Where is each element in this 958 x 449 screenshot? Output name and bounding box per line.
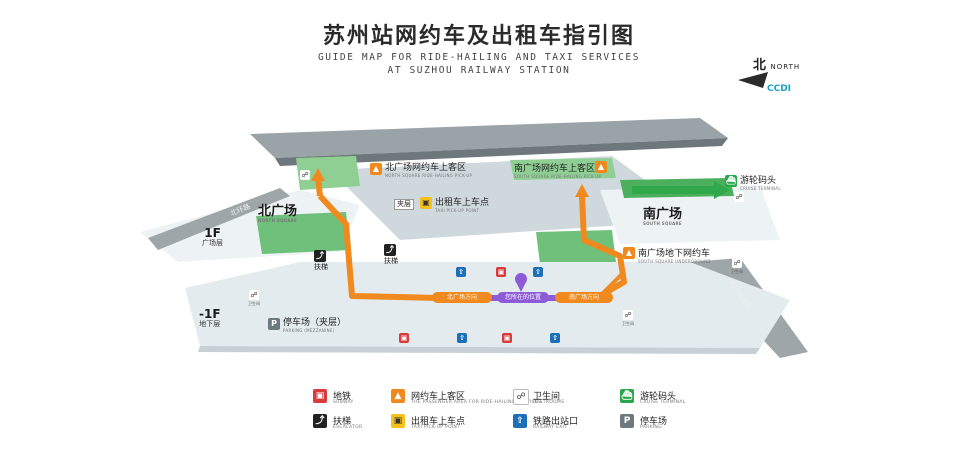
restroom-marker: ☍ [734, 192, 744, 203]
station-roof-shade [275, 138, 728, 166]
restroom-icon: ☍ [623, 310, 633, 320]
north-direction-pill: 北广场方向 [432, 292, 492, 303]
restroom-icon: ☍ [300, 170, 310, 180]
south-direction-pill: 南广场方向 [555, 292, 613, 303]
north-road [148, 188, 290, 250]
restroom-icon: ☍ [734, 192, 744, 202]
you-are-here-pin-tip [516, 282, 526, 292]
railway-exit-icon: ⇧ [550, 333, 560, 343]
subway-marker: ▣ [496, 267, 506, 278]
railway-exit-icon: ⇧ [513, 414, 527, 428]
page-subtitle-en-1: GUIDE MAP FOR RIDE-HAILING AND TAXI SERV… [317, 52, 641, 63]
restroom-icon: ☍ [513, 389, 529, 405]
restroom-icon: ☍ [732, 258, 742, 268]
route-south-path [579, 195, 627, 299]
subway-icon: ▣ [313, 389, 327, 403]
subway-icon: ▣ [502, 333, 512, 343]
parking-icon: P [268, 318, 280, 330]
route-north-path [317, 193, 441, 301]
railway-exit-marker: ⇧ [457, 333, 467, 344]
parking-label: 停车场（夹层）PARKING (MEZZANINE) [283, 318, 347, 333]
escalator-icon: ⤴ [314, 250, 326, 262]
railway-exit-icon: ⇧ [457, 333, 467, 343]
north-label-zh: 北 [753, 58, 767, 73]
taxi-icon: ▣ [420, 197, 432, 209]
escalator-mid-label: 扶梯 [384, 257, 398, 265]
north-label-en: NORTH [770, 63, 801, 71]
you-are-here-pill: 您所在的位置 [497, 292, 549, 303]
railway-exit-marker: ⇧ [550, 333, 560, 344]
railway-exit-marker: ⇧ [456, 267, 466, 278]
ferry-icon: ⛴ [725, 175, 737, 187]
north-green-block [256, 212, 350, 254]
restroom-icon: ☍ [249, 290, 259, 300]
south-green-block [536, 230, 616, 264]
subway-icon: ▣ [399, 333, 409, 343]
restroom-marker: ☍卫生间 [622, 310, 634, 326]
north-indicator: 北 NORTH [753, 54, 800, 73]
railway-exit-icon: ⇧ [533, 267, 543, 277]
page-subtitle-en-2: AT SUZHOU RAILWAY STATION [387, 65, 571, 76]
railway-exit-icon: ⇧ [456, 267, 466, 277]
station-roof [250, 118, 728, 158]
subway-marker: ▣ [399, 333, 409, 344]
north-green-zone [296, 156, 360, 190]
restroom-marker: ☍卫生间 [731, 258, 743, 274]
ride-hailing-icon: ▲ [370, 163, 382, 175]
escalator-icon: ⤴ [384, 244, 396, 256]
mezzanine-label: 夹层 [394, 199, 414, 210]
restroom-marker: ☍ [300, 170, 310, 181]
route-south-arrowhead [575, 184, 589, 197]
ride-hailing-icon: ▲ [595, 161, 607, 173]
taxi-icon: ▣ [391, 414, 405, 428]
ccdi-logo: CCDI [767, 84, 792, 94]
railway-exit-marker: ⇧ [533, 267, 543, 278]
subway-icon: ▣ [496, 267, 506, 277]
parking-icon: P [620, 414, 634, 428]
compass-arrow-icon [738, 72, 768, 88]
route-north-arrowhead [311, 168, 325, 181]
escalator-icon: ⤴ [313, 414, 327, 428]
underground-hall-edge [198, 346, 760, 354]
restroom-marker: ☍卫生间 [248, 290, 260, 306]
subway-marker: ▣ [502, 333, 512, 344]
south-green-zone [510, 158, 616, 180]
ferry-icon: ⛴ [620, 389, 634, 403]
page-title: 苏州站网约车及出租车指引图 [322, 24, 635, 49]
escalator-left-label: 扶梯 [314, 263, 328, 271]
ride-hailing-icon: ▲ [391, 389, 405, 403]
ride-hailing-icon: ▲ [623, 247, 635, 259]
ferry-arrow [632, 181, 730, 199]
underground-hall [185, 262, 790, 348]
